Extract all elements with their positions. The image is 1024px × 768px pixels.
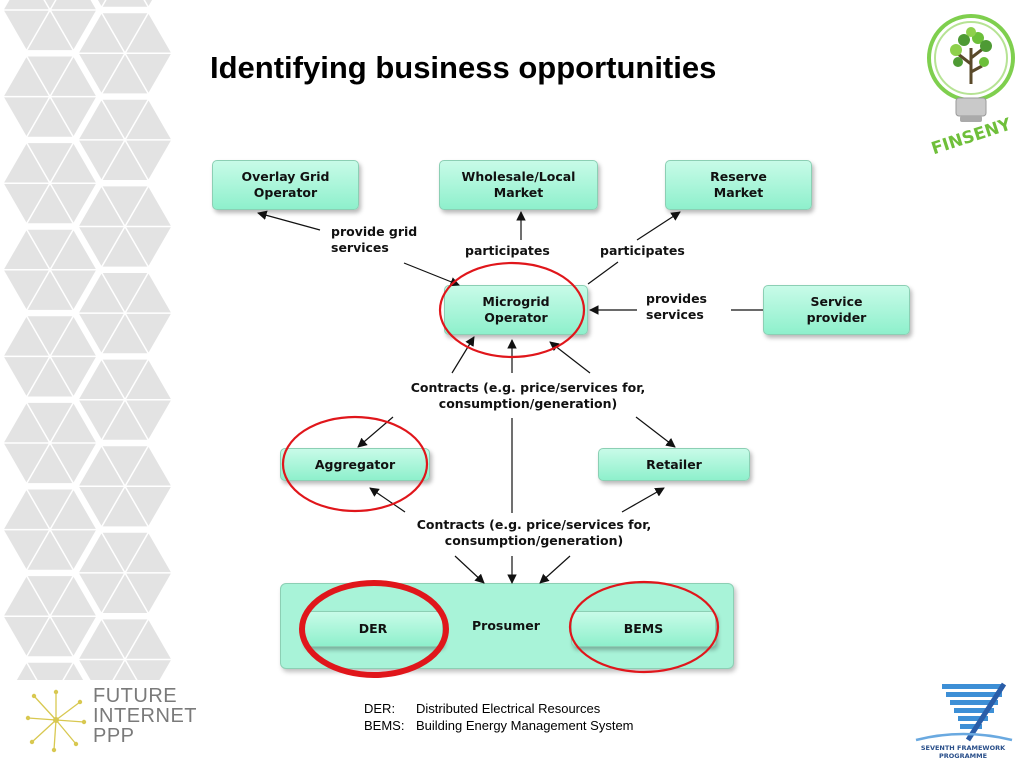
- microgrid-operator-node: Microgrid Operator: [444, 285, 588, 335]
- arrow-contracts-to-microgrid-left: [451, 336, 475, 374]
- edge-label-contracts-lower: Contracts (e.g. price/services for, cons…: [416, 517, 652, 548]
- hexagon-tile-divider: [0, 226, 100, 314]
- hexagon-tile-divider: [0, 572, 100, 660]
- edge-label-provides-services: provides services: [646, 291, 707, 322]
- arrow-contracts-to-retailer: [635, 416, 676, 448]
- highlight-circle-microgrid: [438, 261, 586, 359]
- arrow-grid-services-to-overlay: [257, 210, 321, 231]
- arrow-contracts-to-retailer-lower: [621, 487, 665, 513]
- edge-label-provide-grid-services: provide grid services: [331, 224, 418, 255]
- highlight-circle-aggregator: [281, 415, 429, 513]
- hexagon-tile-divider: [75, 269, 175, 357]
- hexagon-tile-divider: [75, 442, 175, 530]
- overlay-grid-operator-node: Overlay Grid Operator: [212, 160, 359, 210]
- arrow-contracts-to-prosumer-right: [539, 555, 571, 584]
- prosumer-label: Prosumer: [472, 618, 540, 633]
- retailer-node: Retailer: [598, 448, 750, 481]
- highlight-circle-bems: [568, 580, 720, 674]
- hexagon-pattern-background: [0, 0, 175, 680]
- legend-row-bems: BEMS: Building Energy Management System: [364, 718, 634, 733]
- arrow-contracts-to-prosumer-left: [454, 555, 485, 584]
- hexagon-tile-divider: [0, 485, 100, 574]
- fp7-logo: [915, 682, 1013, 742]
- arrow-contracts-to-aggregator-lower: [369, 487, 406, 513]
- finseny-logo: FINSENY: [927, 14, 1015, 154]
- highlight-circle-der: [299, 580, 449, 678]
- service-provider-node: Service provider: [763, 285, 910, 335]
- line-participates-to-microgrid: [587, 261, 619, 285]
- hexagon-tile-divider: [0, 0, 100, 54]
- bems-node: BEMS: [571, 611, 716, 647]
- legend-row-der: DER: Distributed Electrical Resources: [364, 701, 601, 716]
- hexagon-tile-divider: [75, 529, 175, 617]
- hexagon-tile-divider: [75, 9, 175, 97]
- fp7-wordmark: SEVENTH FRAMEWORK PROGRAMME: [920, 744, 1006, 760]
- arrow-participates-reserve: [636, 211, 681, 241]
- hexagon-tile-divider: [0, 399, 100, 487]
- hexagon-tile-divider: [0, 52, 100, 141]
- hexagon-tile-divider: [75, 356, 175, 444]
- edge-label-contracts-upper: Contracts (e.g. price/services for, cons…: [410, 380, 646, 411]
- reserve-market-node: Reserve Market: [665, 160, 812, 210]
- future-internet-ppp-logo: [25, 689, 87, 753]
- abbreviation-legend: DER: Distributed Electrical Resources BE…: [364, 700, 634, 734]
- hexagon-tile-divider: [75, 96, 175, 184]
- der-node: DER: [303, 611, 443, 647]
- wholesale-local-market-node: Wholesale/Local Market: [439, 160, 598, 210]
- page-title: Identifying business opportunities: [210, 50, 717, 85]
- hexagon-tile-divider: [75, 615, 175, 680]
- hexagon-tile-divider: [0, 312, 100, 401]
- edge-label-participates-wholesale: participates: [465, 243, 550, 258]
- hexagon-tile-divider: [75, 182, 175, 271]
- edge-label-participates-reserve: participates: [600, 243, 685, 258]
- hexagon-tile-divider: [0, 139, 100, 227]
- arrow-microgrid-provides-grid-services: [403, 262, 460, 287]
- aggregator-node: Aggregator: [280, 448, 430, 481]
- hexagon-tile-divider: [24, 659, 76, 680]
- future-internet-ppp-wordmark: FUTURE INTERNET PPP: [93, 685, 197, 747]
